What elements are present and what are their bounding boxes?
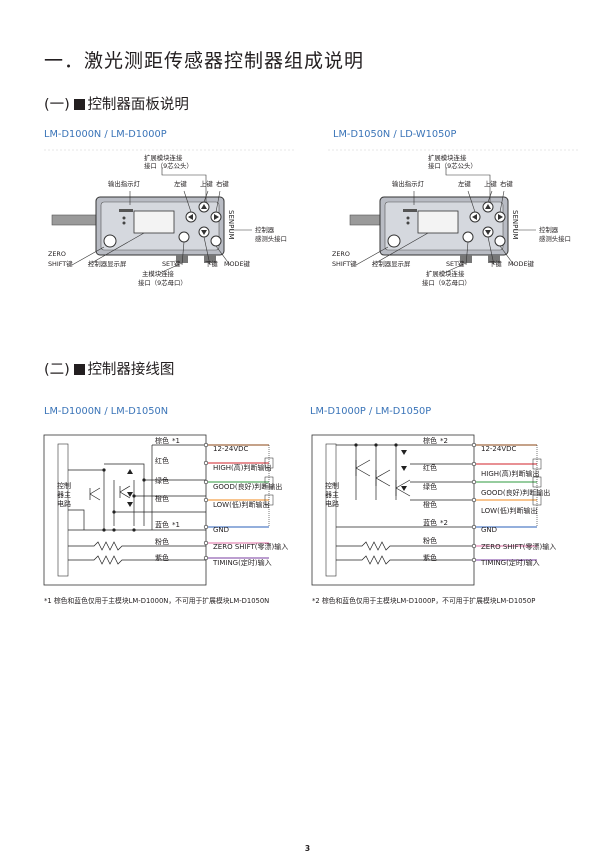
label-zero-shift: SHIFT键 (48, 260, 73, 268)
brand-label: SENPUM (511, 210, 519, 240)
label-main-port: 扩展模块连接 (426, 270, 465, 278)
label-output-light: 输出指示灯 (392, 180, 424, 188)
label-sensor-port-2: 感测头接口 (255, 235, 287, 243)
section-title: 控制器接线图 (87, 362, 175, 378)
controller-panel-illustration: SENPUM (328, 149, 578, 274)
label-mode-key: MODE键 (224, 260, 250, 268)
controller-panel-left: SENPUM 扩展模块连接 接口（9芯公头） 输出指示灯 左键 上键 右键 控制… (44, 145, 294, 287)
wire-color-name: 蓝色 (155, 521, 169, 529)
wire-color-name: 紫色 (155, 554, 169, 562)
label-down-key: 下键 (205, 260, 218, 268)
brand-label: SENPUM (227, 210, 235, 240)
wire-mark: *2 (440, 519, 448, 527)
label-sensor-port: 控制器 (539, 226, 559, 234)
label-sensor-port: 控制器 (255, 226, 275, 234)
wiring-right-model: LM-D1000P / LM-D1050P (310, 406, 432, 417)
label-zero: ZERO (332, 250, 350, 258)
wire-signal: LOW(低)判断输出 (481, 507, 538, 515)
label-up-key: 上键 (484, 180, 497, 188)
wire-color-name: 棕色 (423, 437, 437, 445)
wire-signal: HIGH(高)判断输出 (481, 470, 540, 478)
label-sensor-port-2: 感测头接口 (539, 235, 571, 243)
label-display: 控制器显示屏 (372, 260, 411, 268)
wiring-schematic (311, 434, 542, 586)
wire-signal: HIGH(高)判断输出 (213, 464, 272, 472)
page-number: 3 (304, 844, 311, 853)
wire-mark: *1 (172, 521, 180, 529)
wire-color-name: 红色 (155, 457, 169, 465)
panel-right-model: LM-D1050N / LD-W1050P (333, 129, 457, 140)
wire-signal: GND (213, 526, 230, 534)
wire-signal: GOOD(良好)判断输出 (213, 483, 283, 491)
panel-left-model: LM-D1000N / LM-D1000P (44, 129, 167, 140)
wire-signal: ZERO SHIFT(零漂)输入 (481, 543, 557, 551)
wire-color-name: 紫色 (423, 554, 437, 562)
label-main-port: 主模块连接 (142, 270, 174, 278)
wire-color-name: 粉色 (423, 537, 437, 545)
wire-color-name: 蓝色 (423, 519, 437, 527)
wire-mark: *1 (172, 437, 180, 445)
label-left-key: 左键 (458, 180, 471, 188)
label-expansion-port: 扩展模块连接 (144, 154, 183, 162)
label-output-light: 输出指示灯 (108, 180, 140, 188)
label-expansion-port-2: 接口（9芯公头） (144, 162, 193, 170)
label-right-key: 右键 (500, 180, 513, 188)
label-mode-key: MODE键 (508, 260, 534, 268)
label-up-key: 上键 (200, 180, 213, 188)
label-zero-shift: SHIFT键 (332, 260, 357, 268)
label-down-key: 下键 (489, 260, 502, 268)
wiring-left-note: *1 棕色和蓝色仅用于主模块LM-D1000N，不可用于扩展模块LM-D1050… (44, 597, 270, 605)
wiring-diagram-left: 控制器主电路 (43, 430, 304, 590)
wiring-right-note: *2 棕色和蓝色仅用于主模块LM-D1000P，不可用于扩展模块LM-D1050… (312, 597, 536, 605)
label-main-port-2: 接口（9芯母口） (422, 279, 471, 287)
wire-color-name: 橙色 (423, 501, 437, 509)
label-main-port-2: 接口（9芯母口） (138, 279, 187, 287)
wire-signal: GND (481, 526, 498, 534)
label-zero: ZERO (48, 250, 66, 258)
wire-signal: ZERO SHIFT(零漂)输入 (213, 543, 289, 551)
wiring-left-model: LM-D1000N / LM-D1050N (44, 406, 169, 417)
square-bullet-icon (74, 99, 86, 110)
wire-color-name: 绿色 (155, 477, 169, 485)
section-heading-panel: (一) 控制器面板说明 (44, 93, 189, 114)
section-number: (二) (44, 362, 70, 378)
wire-color-name: 绿色 (423, 483, 437, 491)
label-left-key: 左键 (174, 180, 187, 188)
wire-signal: LOW(低)判断输出 (213, 501, 270, 509)
wire-mark: *2 (440, 437, 448, 445)
section-number: (一) (44, 97, 70, 113)
wire-signal: 12-24VDC (481, 445, 517, 453)
wire-color-name: 棕色 (155, 437, 169, 445)
wire-color-name: 粉色 (155, 538, 169, 546)
label-right-key: 右键 (216, 180, 229, 188)
controller-panel-illustration: SENPUM (44, 149, 294, 274)
circuit-label: 控制器主电路 (57, 482, 71, 508)
wire-color-name: 红色 (423, 464, 437, 472)
controller-panel-right: SENPUM 扩展模块连接 接口（9芯公头） 输出指示灯 左键 上键 右键 控制… (328, 145, 578, 287)
label-display: 控制器显示屏 (88, 260, 127, 268)
wire-signal: TIMING(定时)输入 (213, 559, 272, 567)
label-set-key: SET键 (162, 260, 181, 268)
circuit-label: 控制器主电路 (325, 482, 339, 508)
wiring-diagram-right: 控制器主电路 (311, 430, 572, 590)
wire-signal: GOOD(良好)判断输出 (481, 489, 551, 497)
section-title: 控制器面板说明 (87, 97, 189, 113)
label-expansion-port-2: 接口（9芯公头） (428, 162, 477, 170)
page-title: 一．激光测距传感器控制器组成说明 (44, 50, 365, 72)
wiring-schematic (43, 434, 274, 586)
section-heading-wiring: (二) 控制器接线图 (44, 358, 174, 379)
wire-signal: 12-24VDC (213, 445, 249, 453)
square-bullet-icon (74, 364, 86, 375)
wire-signal: TIMING(定时)输入 (481, 559, 540, 567)
label-set-key: SET键 (446, 260, 465, 268)
wire-color-name: 橙色 (155, 495, 169, 503)
label-expansion-port: 扩展模块连接 (428, 154, 467, 162)
